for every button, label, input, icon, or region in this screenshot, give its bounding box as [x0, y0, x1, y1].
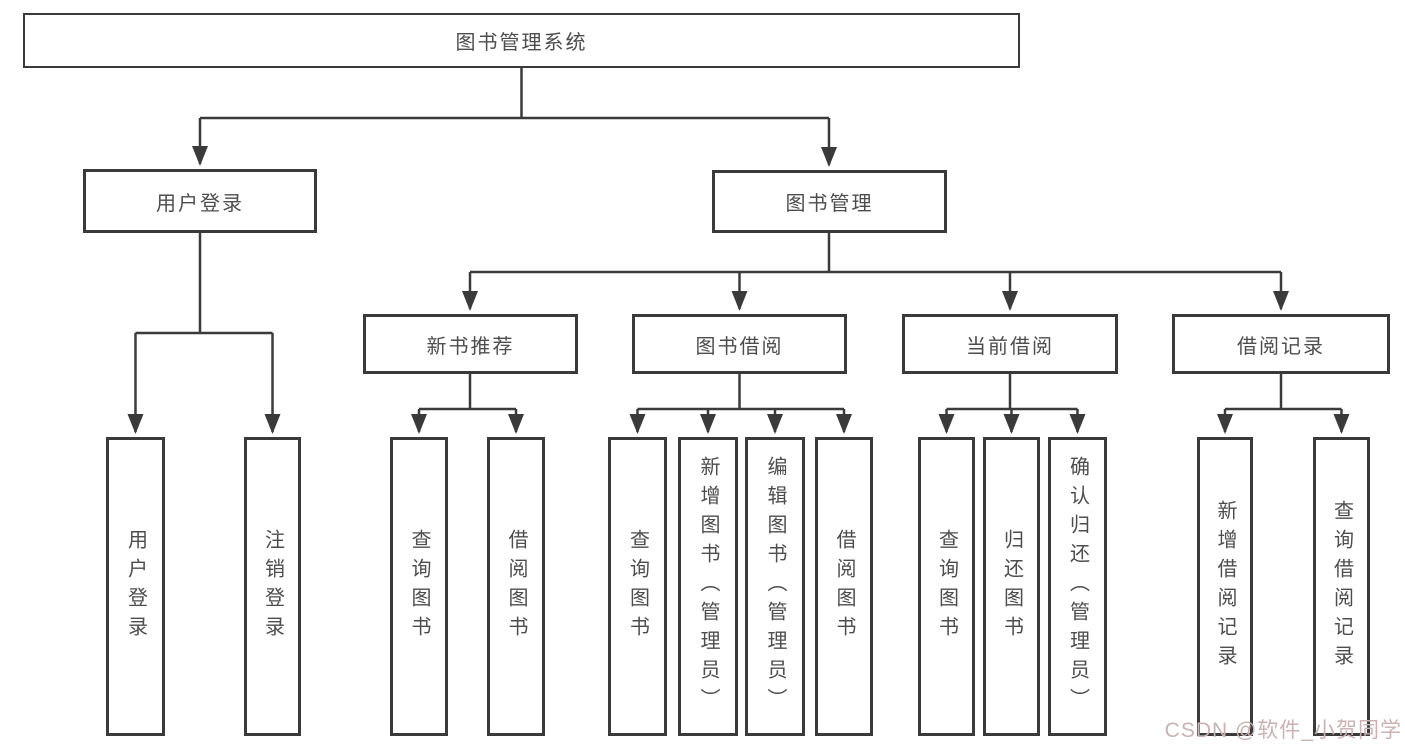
leaf-records-query-record-label: 查询借阅记录 — [1330, 499, 1353, 674]
leaf-logout-login-label: 注销登录 — [261, 528, 284, 645]
leaf-borrow-add-books-admin: 新增图书（管理员） — [678, 437, 738, 736]
watermark: CSDN @软件_小贺同学 — [1164, 719, 1402, 742]
node-root-label: 图书管理系统 — [455, 32, 588, 54]
connector-records-to-leaves — [1217, 374, 1350, 434]
leaf-borrow-add-books-admin-label: 新增图书（管理员） — [697, 456, 719, 717]
node-current-borrow-label: 当前借阅 — [966, 335, 1054, 358]
leaf-user-login: 用户登录 — [106, 437, 165, 736]
connector-newbooks-to-leaves — [411, 374, 524, 434]
node-book-management: 图书管理 — [712, 170, 947, 233]
connector-bookborrow-to-leaves — [629, 374, 852, 434]
node-borrow-records-label: 借阅记录 — [1237, 335, 1325, 358]
leaf-borrow-edit-books-admin-label: 编辑图书（管理员） — [764, 456, 786, 717]
leaf-current-return-books-label: 归还图书 — [1000, 528, 1023, 645]
connector-currentborrow-to-leaves — [938, 374, 1086, 434]
leaf-current-query-books: 查询图书 — [918, 437, 975, 736]
leaf-borrow-borrow-books: 借阅图书 — [815, 437, 873, 736]
connector-root-to-level2 — [192, 68, 837, 167]
node-new-book-recommend: 新书推荐 — [363, 314, 578, 374]
leaf-logout-login: 注销登录 — [244, 437, 301, 736]
leaf-current-confirm-return-admin-label: 确认归还（管理员） — [1066, 456, 1089, 717]
leaf-newbooks-borrow-books: 借阅图书 — [487, 437, 545, 736]
leaf-newbooks-borrow-books-label: 借阅图书 — [505, 528, 527, 645]
leaf-newbooks-query-books: 查询图书 — [390, 437, 448, 736]
leaf-records-add-record-label: 新增借阅记录 — [1214, 499, 1236, 674]
leaf-borrow-edit-books-admin: 编辑图书（管理员） — [745, 437, 805, 736]
node-user-login: 用户登录 — [83, 169, 317, 233]
leaf-current-confirm-return-admin: 确认归还（管理员） — [1048, 437, 1107, 736]
leaf-borrow-query-books: 查询图书 — [608, 437, 667, 736]
node-root: 图书管理系统 — [23, 13, 1020, 68]
leaf-current-return-books: 归还图书 — [983, 437, 1040, 736]
leaf-borrow-borrow-books-label: 借阅图书 — [833, 528, 855, 645]
leaf-current-query-books-label: 查询图书 — [935, 528, 958, 645]
node-new-book-recommend-label: 新书推荐 — [426, 335, 515, 358]
node-borrow-records: 借阅记录 — [1172, 314, 1390, 374]
node-book-management-label: 图书管理 — [785, 193, 874, 215]
node-current-borrow: 当前借阅 — [902, 314, 1118, 374]
node-user-login-label: 用户登录 — [156, 192, 244, 215]
leaf-user-login-label: 用户登录 — [124, 528, 147, 645]
leaf-records-add-record: 新增借阅记录 — [1197, 437, 1253, 736]
node-book-borrow: 图书借阅 — [632, 314, 847, 374]
connector-bookmgmt-to-level3 — [462, 233, 1289, 311]
leaf-borrow-query-books-label: 查询图书 — [626, 528, 649, 645]
leaf-newbooks-query-books-label: 查询图书 — [408, 528, 430, 645]
node-book-borrow-label: 图书借阅 — [695, 335, 784, 358]
leaf-records-query-record: 查询借阅记录 — [1313, 437, 1370, 736]
connector-userlogin-to-leaves — [127, 233, 281, 434]
